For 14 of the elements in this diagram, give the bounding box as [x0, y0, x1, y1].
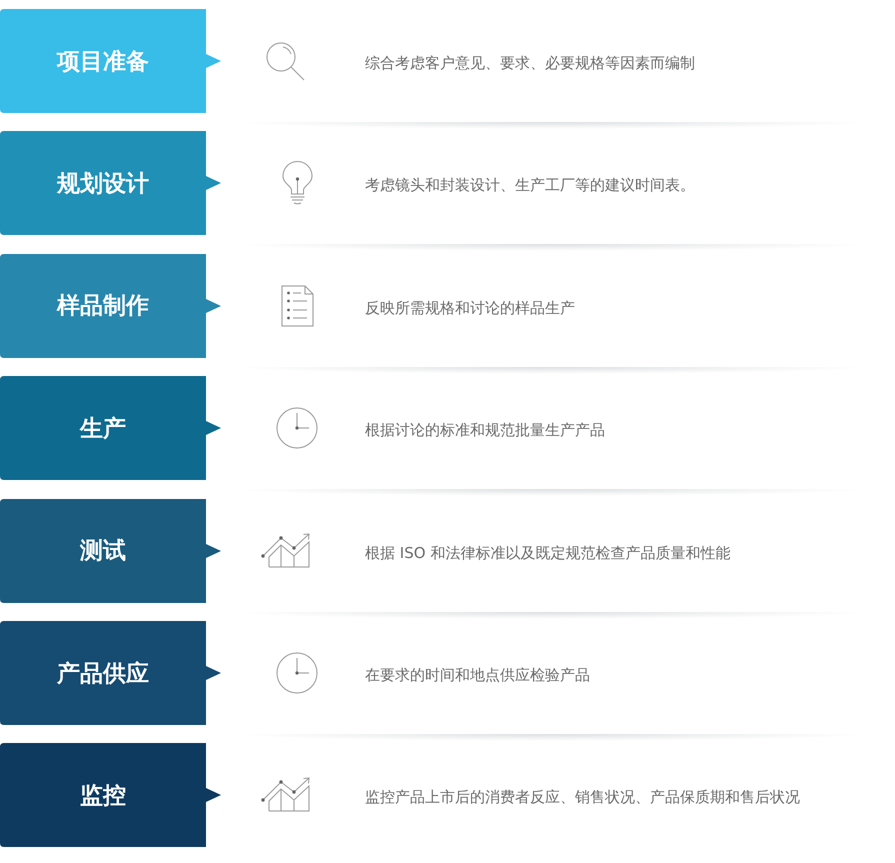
description-text: 根据 ISO 和法律标准以及既定规范检查产品质量和性能: [365, 542, 730, 563]
step-box: 产品供应: [0, 621, 221, 725]
description-text: 在要求的时间和地点供应检验产品: [365, 665, 590, 685]
description-text: 监控产品上市后的消费者反应、销售状况、产品保质期和售后状况: [365, 787, 800, 808]
step-box: 样品制作: [0, 254, 221, 358]
step-box: 项目准备: [0, 9, 221, 113]
step-box: 测试: [0, 498, 221, 603]
description-text: 根据讨论的标准和规范批量生产产品: [365, 420, 605, 440]
step-box: 规划设计: [0, 131, 221, 236]
step-box: 监控: [0, 743, 221, 848]
description-text: 考虑镜头和封装设计、生产工厂等的建议时间表。: [365, 175, 695, 196]
description-text: 综合考虑客户意见、要求、必要规格等因素而编制: [365, 53, 695, 73]
description-text: 反映所需规格和讨论的样品生产: [365, 298, 575, 318]
step-box: 生产: [0, 376, 221, 480]
